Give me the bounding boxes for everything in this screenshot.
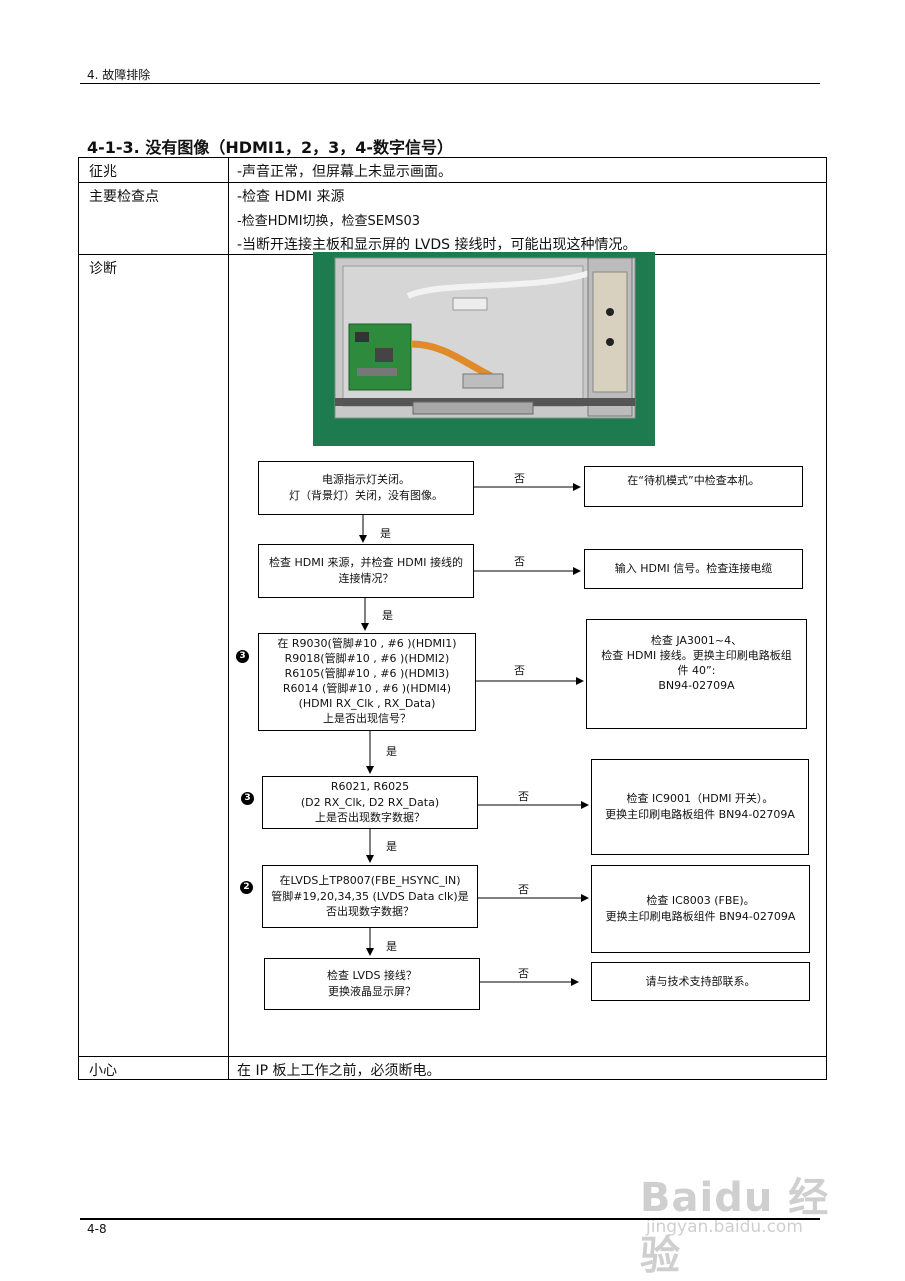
marker-badge: 2 xyxy=(240,881,253,894)
step-1-box: 电源指示灯关闭。 灯（背景灯）关闭，没有图像。 xyxy=(258,461,474,515)
troubleshooting-table: 征兆 -声音正常，但屏幕上未显示画面。 主要检查点 -检查 HDMI 来源 -检… xyxy=(78,157,827,1080)
caution-text: 在 IP 板上工作之前，必须断电。 xyxy=(237,1063,441,1079)
header-divider xyxy=(80,83,820,84)
symptom-label: 征兆 xyxy=(89,164,117,180)
no-label: 否 xyxy=(518,883,529,896)
yes-label: 是 xyxy=(386,840,397,853)
step-3-box: 在 R9030(管脚#10 , #6 )(HDMI1) R9018(管脚#10 … xyxy=(258,633,476,731)
baidu-watermark: Baidu 经验 jingyan.baidu.com xyxy=(640,1155,850,1279)
table-column-divider xyxy=(228,158,229,1079)
action-3-box: 检查 JA3001~4、 检查 HDMI 接线。更换主印刷电路板组 件 40”:… xyxy=(586,619,807,729)
marker-badge: 3 xyxy=(241,792,254,805)
section-header: 4. 故障排除 xyxy=(87,68,151,82)
no-label: 否 xyxy=(514,664,525,677)
yes-label: 是 xyxy=(386,940,397,953)
checkpoints-label: 主要检查点 xyxy=(89,189,159,205)
symptom-text: -声音正常，但屏幕上未显示画面。 xyxy=(237,164,453,180)
no-label: 否 xyxy=(514,555,525,568)
checkpoint-item: -当断开连接主板和显示屏的 LVDS 接线时，可能出现这种情况。 xyxy=(237,237,637,253)
yes-label: 是 xyxy=(386,745,397,758)
footer-divider xyxy=(80,1218,820,1220)
table-row-divider xyxy=(79,182,826,183)
step-5-box: 在LVDS上TP8007(FBE_HSYNC_IN) 管脚#19,20,34,3… xyxy=(262,865,478,928)
tv-chassis-photo xyxy=(313,252,655,446)
page-title: 4-1-3. 没有图像（HDMI1，2，3，4-数字信号） xyxy=(87,138,454,157)
step-6-box: 检查 LVDS 接线？ 更换液晶显示屏？ xyxy=(264,958,480,1010)
no-label: 否 xyxy=(514,472,525,485)
yes-label: 是 xyxy=(382,609,393,622)
action-6-box: 请与技术支持部联系。 xyxy=(591,962,810,1001)
diagnosis-label: 诊断 xyxy=(89,261,117,277)
step-2-box: 检查 HDMI 来源，并检查 HDMI 接线的 连接情况？ xyxy=(258,544,474,598)
no-label: 否 xyxy=(518,967,529,980)
caution-label: 小心 xyxy=(89,1063,117,1079)
action-5-box: 检查 IC8003 (FBE)。 更换主印刷电路板组件 BN94-02709A xyxy=(591,865,810,953)
checkpoint-item: -检查HDMI切换，检查SEMS03 xyxy=(237,214,421,229)
yes-label: 是 xyxy=(380,527,391,540)
page-number: 4-8 xyxy=(87,1222,107,1236)
action-1-box: 在“待机模式”中检查本机。 xyxy=(584,466,803,507)
action-4-box: 检查 IC9001（HDMI 开关）。 更换主印刷电路板组件 BN94-0270… xyxy=(591,759,809,855)
marker-badge: 3 xyxy=(236,650,249,663)
no-label: 否 xyxy=(518,790,529,803)
step-4-box: R6021, R6025 (D2 RX_Clk, D2 RX_Data) 上是否… xyxy=(262,776,478,829)
table-row-divider xyxy=(79,1056,826,1057)
watermark-brand: Baidu 经验 xyxy=(640,1175,830,1279)
watermark-url: jingyan.baidu.com xyxy=(646,1217,803,1237)
checkpoint-item: -检查 HDMI 来源 xyxy=(237,189,345,205)
action-2-box: 输入 HDMI 信号。检查连接电缆 xyxy=(584,549,803,589)
